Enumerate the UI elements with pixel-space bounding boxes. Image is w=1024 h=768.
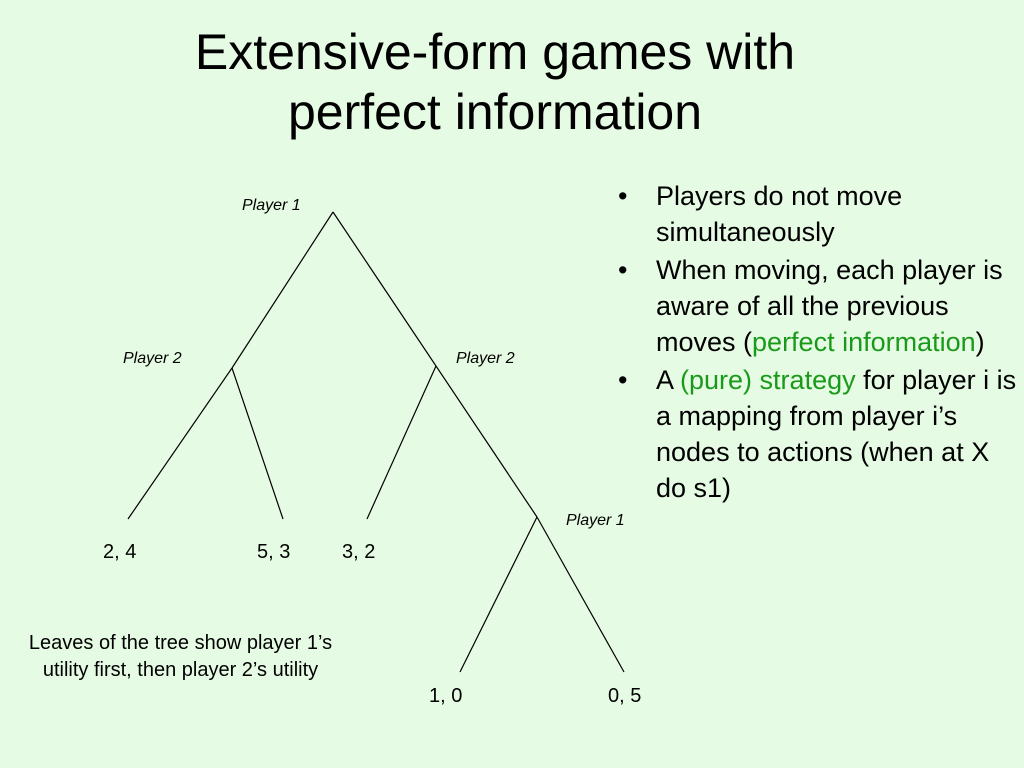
edge-root-left [231, 211, 334, 369]
node-label-root: Player 1 [242, 197, 301, 214]
edge-deep-leaf4 [459, 516, 538, 673]
highlight-pure-strategy: (pure) strategy [680, 365, 856, 395]
bullet-3-tail: for player i is a mapping from player i’… [656, 365, 1017, 503]
edge-root-right [332, 211, 538, 518]
bullet-item-1: • Players do not move simultaneously [618, 178, 1018, 250]
leaf-payoff-4: 1, 0 [429, 685, 463, 707]
bullet-marker: • [618, 255, 628, 285]
bullet-2-text: When moving, each player is aware of all… [656, 255, 1003, 357]
edge-deep-leaf5 [536, 516, 625, 673]
edge-right-leaf3 [366, 365, 437, 520]
node-label-left: Player 2 [123, 350, 182, 367]
highlight-perfect-information: perfect information [752, 327, 976, 357]
slide-title: Extensive-form games with perfect inform… [0, 22, 990, 142]
bullet-marker: • [618, 181, 628, 211]
node-label-deep: Player 1 [566, 512, 625, 529]
title-line-1: Extensive-form games with [194, 24, 796, 80]
edge-left-leaf2 [231, 367, 284, 520]
leaf-payoff-2: 5, 3 [257, 541, 291, 563]
node-label-right: Player 2 [456, 350, 515, 367]
bullet-item-3: • A (pure) strategy for player i is a ma… [618, 362, 1018, 506]
leaf-payoff-1: 2, 4 [103, 541, 137, 563]
bullet-2-tail: ) [975, 327, 985, 357]
title-line-2: perfect information [287, 84, 703, 140]
bullet-list: • Players do not move simultaneously • W… [618, 178, 1018, 508]
bullet-1-text: Players do not move simultaneously [656, 181, 903, 247]
bullet-item-2: • When moving, each player is aware of a… [618, 252, 1018, 360]
bullet-3-text: A [656, 365, 681, 395]
tree-caption: Leaves of the tree show player 1’s utili… [28, 632, 333, 681]
bullet-marker: • [618, 365, 628, 395]
leaf-payoff-3: 3, 2 [342, 541, 376, 563]
edge-left-leaf1 [127, 367, 233, 520]
leaf-payoff-5: 0, 5 [608, 685, 642, 707]
